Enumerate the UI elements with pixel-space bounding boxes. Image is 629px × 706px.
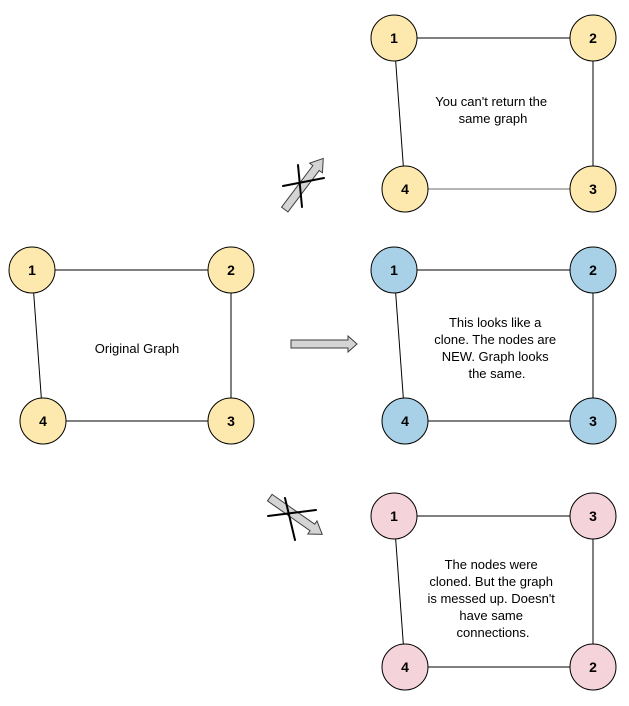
node-label: 1 [390, 508, 398, 524]
node-label: 4 [401, 659, 409, 675]
node-label: 2 [589, 30, 597, 46]
crossed-arrow-up [280, 157, 325, 213]
node-4: 4 [381, 397, 429, 445]
original-caption: Original Graph [95, 341, 180, 356]
edge-4-1 [393, 37, 406, 190]
cross-mark-up [282, 177, 325, 187]
node-circle [370, 14, 418, 62]
node-label: 1 [28, 262, 36, 278]
same-graph: 1 2 3 4 You can't return the same graph [370, 14, 617, 213]
caption-line: cloned. But the graph [429, 574, 553, 589]
node-circle [569, 246, 617, 294]
node-1: 1 [370, 246, 418, 294]
node-circle [381, 397, 429, 445]
node-4: 4 [381, 165, 429, 213]
right-arrow [290, 334, 358, 354]
edge-4-1 [393, 515, 406, 668]
caption-line: have same [459, 608, 523, 623]
node-3: 3 [569, 165, 617, 213]
node-circle [381, 643, 429, 691]
node-4: 4 [381, 643, 429, 691]
cross-mark-up [297, 164, 303, 208]
caption-line: is messed up. Doesn't [427, 591, 555, 606]
caption-line: same graph [459, 111, 528, 126]
node-circle [370, 246, 418, 294]
caption-line: the same. [468, 366, 525, 381]
node-4: 4 [19, 397, 67, 445]
caption-line: The nodes were [445, 557, 538, 572]
node-circle [8, 246, 56, 294]
node-circle [207, 397, 255, 445]
edge-4-1 [393, 269, 406, 422]
node-1: 1 [370, 14, 418, 62]
node-label: 3 [589, 413, 597, 429]
caption-line: connections. [457, 625, 530, 640]
node-3: 3 [569, 397, 617, 445]
caption-line: You can't return the [435, 94, 547, 109]
node-circle [569, 165, 617, 213]
node-label: 3 [589, 508, 597, 524]
node-label: 4 [401, 413, 409, 429]
node-2: 2 [569, 643, 617, 691]
correct-clone-caption: This looks like a clone. The nodes are N… [434, 315, 560, 381]
node-label: 3 [227, 413, 235, 429]
node-3: 3 [569, 492, 617, 540]
cross-mark-down [284, 497, 296, 541]
arrow-up-icon [280, 157, 324, 213]
wrong-clone-caption: The nodes were cloned. But the graph is … [427, 557, 558, 640]
node-label: 4 [401, 181, 409, 197]
caption-line: NEW. Graph looks [442, 349, 549, 364]
node-1: 1 [370, 492, 418, 540]
edge-4-1 [31, 269, 44, 422]
same-graph-caption: You can't return the same graph [435, 94, 550, 126]
node-label: 2 [589, 262, 597, 278]
original-graph: 1 2 3 4 Original Graph [8, 246, 255, 445]
correct-clone-graph: 1 2 3 4 This looks like a clone. The nod… [370, 246, 617, 445]
node-label: 2 [589, 659, 597, 675]
cross-mark-down [267, 509, 317, 517]
node-label: 2 [227, 262, 235, 278]
node-circle [569, 643, 617, 691]
node-2: 2 [569, 14, 617, 62]
node-2: 2 [207, 246, 255, 294]
node-label: 3 [589, 181, 597, 197]
node-circle [370, 492, 418, 540]
node-3: 3 [207, 397, 255, 445]
node-circle [569, 14, 617, 62]
node-circle [381, 165, 429, 213]
arrow-right-icon [290, 334, 358, 354]
wrong-clone-graph: 1 3 2 4 The nodes were cloned. But the g… [370, 492, 617, 691]
caption-line: This looks like a [449, 315, 542, 330]
caption-line: clone. The nodes are [434, 332, 556, 347]
node-2: 2 [569, 246, 617, 294]
node-1: 1 [8, 246, 56, 294]
node-circle [19, 397, 67, 445]
node-label: 4 [39, 413, 47, 429]
crossed-arrow-down [266, 493, 323, 541]
node-circle [207, 246, 255, 294]
node-label: 1 [390, 262, 398, 278]
node-label: 1 [390, 30, 398, 46]
node-circle [569, 397, 617, 445]
node-circle [569, 492, 617, 540]
arrow-down-icon [266, 493, 323, 535]
